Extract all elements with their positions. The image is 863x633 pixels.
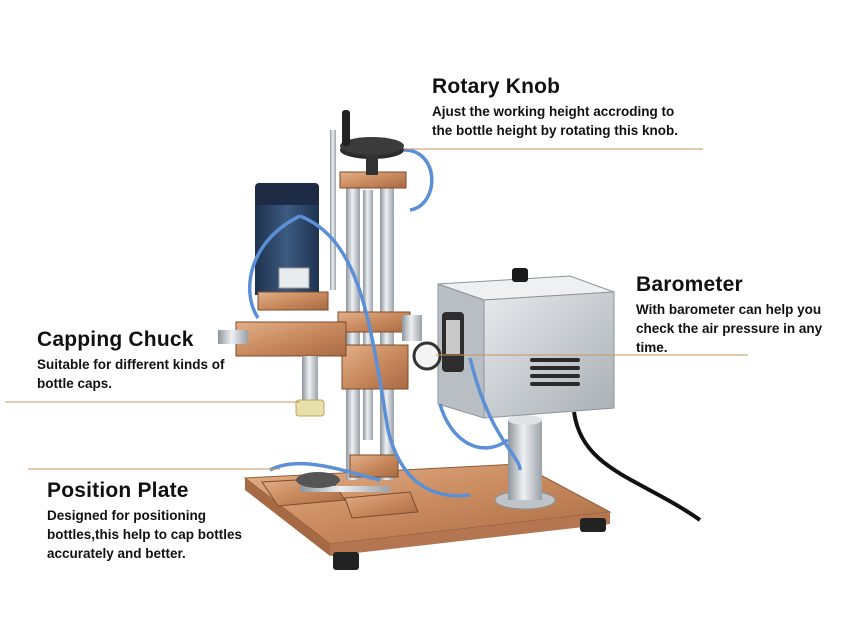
capping-chuck xyxy=(218,315,422,417)
barometer-title: Barometer xyxy=(636,273,743,296)
capping-chuck-callout: Capping Chuck Suitable for different kin… xyxy=(37,327,267,393)
position-plate-title: Position Plate xyxy=(47,479,189,502)
description-line: Designed for positioning xyxy=(47,508,206,523)
description-line: bottle caps. xyxy=(37,376,113,391)
description-line: With barometer can help you xyxy=(636,302,822,317)
rotary-knob-description: Ajust the working height accroding to th… xyxy=(432,102,732,140)
rotary-knob xyxy=(340,110,404,175)
rotary-knob-callout: Rotary Knob Ajust the working height acc… xyxy=(432,74,732,140)
position-plate-callout: Position Plate Designed for positioning … xyxy=(47,478,287,563)
position-plate-description: Designed for positioning bottles,this he… xyxy=(47,506,287,563)
motor xyxy=(255,183,329,311)
description-line: accurately and better. xyxy=(47,546,186,561)
position-plate xyxy=(243,463,612,570)
description-line: the bottle height by rotating this knob. xyxy=(432,123,678,138)
cylinder-column xyxy=(494,415,556,510)
barometer-description: With barometer can help you check the ai… xyxy=(636,300,858,357)
barometer-callout: Barometer With barometer can help you ch… xyxy=(636,272,858,357)
description-line: Ajust the working height accroding to xyxy=(432,104,675,119)
air-tubes xyxy=(248,148,522,498)
capping-chuck-description: Suitable for different kinds of bottle c… xyxy=(37,355,267,393)
description-line: check the air pressure in any xyxy=(636,321,823,336)
description-line: bottles,this help to cap bottles xyxy=(47,527,243,542)
description-line: time. xyxy=(636,340,668,355)
vertical-columns xyxy=(330,130,411,480)
rotary-knob-title: Rotary Knob xyxy=(432,75,561,98)
description-line: Suitable for different kinds of xyxy=(37,357,225,372)
capping-chuck-title: Capping Chuck xyxy=(37,328,194,351)
